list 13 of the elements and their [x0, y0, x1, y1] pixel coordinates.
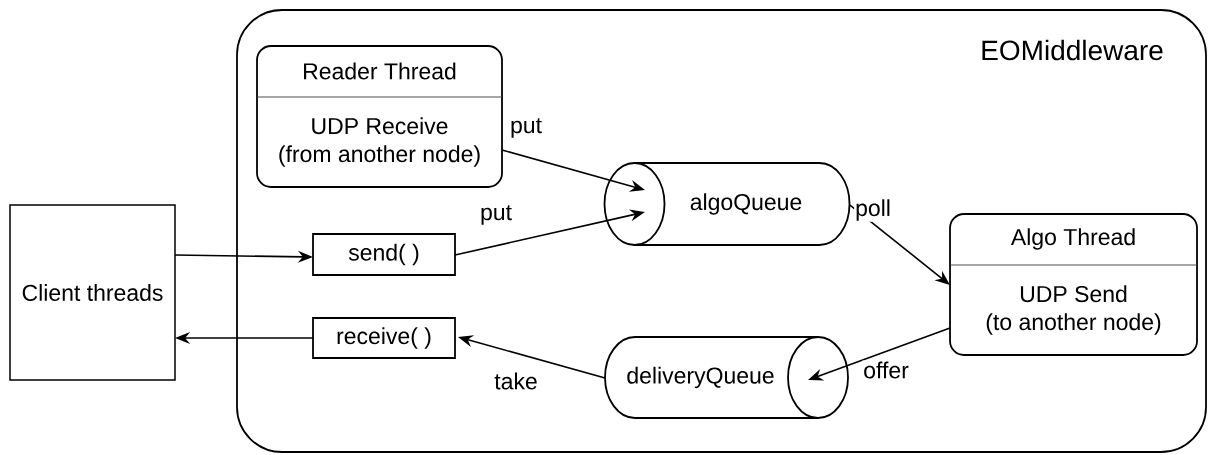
method-box: send( ) [312, 233, 456, 276]
queue-cylinder: deliveryQueue [604, 336, 849, 419]
edge-label: put [479, 204, 513, 226]
client-box: Client threads [9, 204, 176, 381]
arrow [849, 204, 950, 285]
edge-label: take [493, 371, 539, 391]
method-box: receive( ) [312, 317, 456, 359]
thread-box: Algo Thread UDP Send (to another node) [949, 213, 1198, 356]
edge-label: poll [854, 198, 892, 222]
thread-box: Reader Thread UDP Receive (from another node) [256, 45, 503, 188]
edge-label: put [509, 117, 543, 139]
queue-cylinder: algoQueue [603, 162, 851, 246]
edge-label: offer [862, 360, 910, 380]
